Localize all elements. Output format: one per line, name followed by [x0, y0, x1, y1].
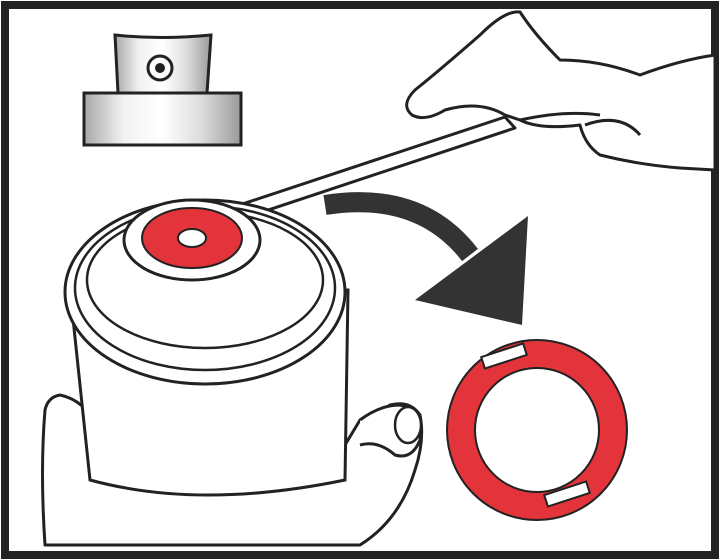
seal-ring-icon	[446, 339, 628, 521]
aerosol-can-icon	[41, 198, 424, 547]
seal-tab-icon	[542, 480, 592, 508]
pointing-hand-icon	[405, 10, 717, 172]
spray-nozzle-cap-icon	[82, 33, 243, 147]
seal-tab-icon	[479, 342, 529, 370]
curved-arrow-icon	[323, 192, 528, 325]
